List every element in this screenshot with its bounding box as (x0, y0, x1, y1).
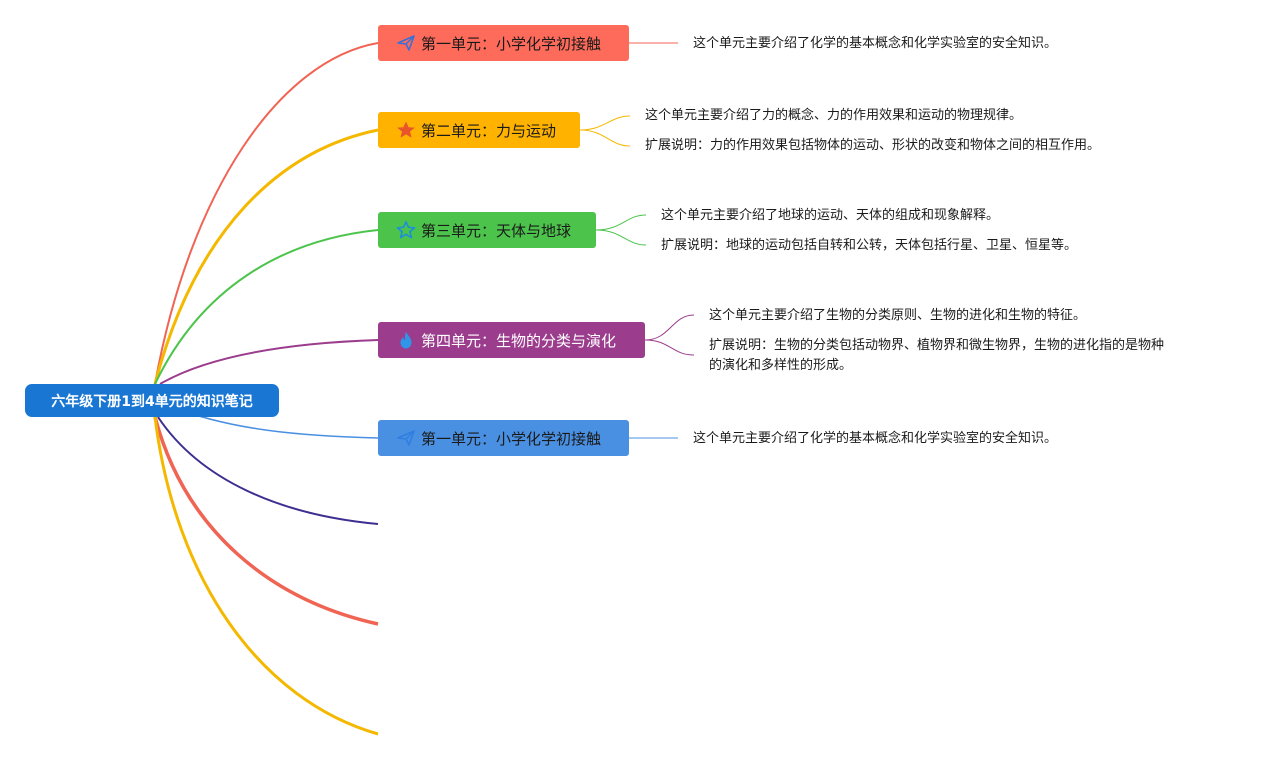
note-connector-3b (595, 229, 647, 246)
branch-title: 第三单元：天体与地球 (421, 221, 572, 240)
connector-empty-2 (153, 416, 379, 626)
branch-title: 第一单元：小学化学初接触 (421, 34, 602, 53)
connector-empty-3 (153, 416, 379, 736)
branch-title: 第四单元：生物的分类与演化 (421, 331, 617, 350)
branch-title: 第二单元：力与运动 (421, 121, 557, 140)
branch-unit-1[interactable]: 第一单元：小学化学初接触 (378, 25, 629, 61)
note-connector-4b (644, 339, 695, 356)
connector-branch-2 (153, 128, 379, 385)
connector-branch-1 (154, 42, 379, 385)
star-filled-icon (396, 120, 416, 140)
note-connector-4a (644, 314, 695, 341)
paper-plane-icon (396, 33, 416, 53)
branch-unit-3[interactable]: 第三单元：天体与地球 (378, 212, 596, 248)
note-line: 的演化和多样性的形成。 (709, 358, 853, 373)
note-line: 扩展说明：生物的分类包括动物界、植物界和微生物界，生物的进化指的是物种 (709, 338, 1165, 353)
branch-unit-2[interactable]: 第二单元：力与运动 (378, 112, 580, 148)
connector-empty-1 (157, 416, 379, 525)
note-unit-3-extended[interactable]: 扩展说明：地球的运动包括自转和公转，天体包括行星、卫星、恒星等。 (661, 238, 1078, 253)
branch-unit-1-duplicate[interactable]: 第一单元：小学化学初接触 (378, 420, 629, 456)
note-unit-2-main[interactable]: 这个单元主要介绍了力的概念、力的作用效果和运动的物理规律。 (645, 108, 1023, 123)
note-unit-1[interactable]: 这个单元主要介绍了化学的基本概念和化学实验室的安全知识。 (693, 36, 1058, 51)
note-connector-2a (579, 115, 631, 131)
note-connector-2b (579, 129, 631, 147)
root-topic[interactable]: 六年级下册1到4单元的知识笔记 (25, 384, 279, 417)
branch-title: 第一单元：小学化学初接触 (421, 429, 602, 448)
flame-icon (396, 330, 416, 350)
note-unit-4-main[interactable]: 这个单元主要介绍了生物的分类原则、生物的进化和生物的特征。 (709, 308, 1087, 323)
note-unit-3-main[interactable]: 这个单元主要介绍了地球的运动、天体的组成和现象解释。 (661, 208, 1000, 223)
branch-unit-4[interactable]: 第四单元：生物的分类与演化 (378, 322, 645, 358)
connector-branch-3 (154, 229, 379, 385)
star-outline-icon (396, 220, 416, 240)
note-unit-1-duplicate[interactable]: 这个单元主要介绍了化学的基本概念和化学实验室的安全知识。 (693, 431, 1058, 446)
connector-branch-4 (159, 339, 379, 385)
note-unit-2-extended[interactable]: 扩展说明：力的作用效果包括物体的运动、形状的改变和物体之间的相互作用。 (645, 138, 1101, 153)
paper-plane-icon (396, 428, 416, 448)
note-unit-4-extended[interactable]: 扩展说明：生物的分类包括动物界、植物界和微生物界，生物的进化指的是物种 的演化和… (709, 336, 1164, 376)
note-connector-3a (595, 214, 647, 231)
